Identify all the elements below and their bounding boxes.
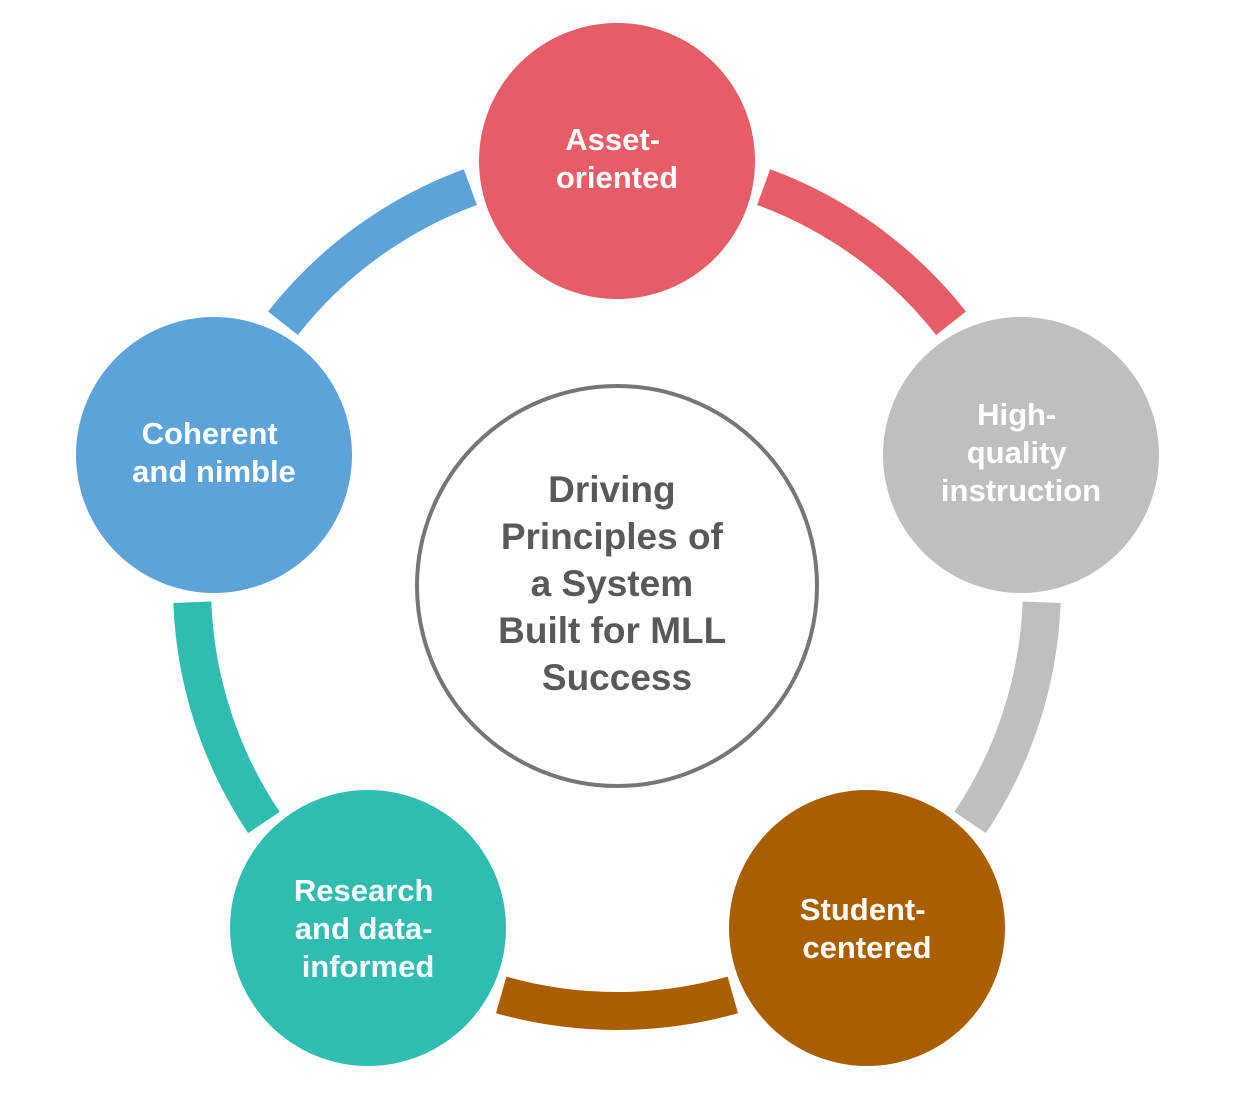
node-label-line: oriented [556,160,678,195]
node-coherent-and-nimble: Coherent and nimble [76,317,352,593]
node-circle [729,790,1005,1066]
node-label-line: Research [294,873,434,908]
center-title-line: Success [542,657,692,698]
node-label: High- quality instruction [941,397,1101,508]
node-circle [76,317,352,593]
node-circle [479,23,755,299]
connector-arc [268,169,478,336]
node-label-line: Coherent [142,416,278,451]
node-label-line: centered [802,930,931,965]
node-circle [230,790,506,1066]
node-high-quality-instruction: High- quality instruction [883,317,1159,593]
node-student-centered: Student- centered [729,790,1005,1066]
node-label-line: Asset- [565,122,660,157]
center-title-line: Driving [548,469,675,510]
node-label: Asset- oriented [556,122,678,195]
node-label: Coherent and nimble [132,416,296,489]
node-label-line: informed [302,949,435,984]
node-label-line: and data- [295,911,433,946]
connector-arc [954,601,1061,834]
node-circle [883,317,1159,593]
center-circle [415,384,819,788]
node-label-line: and nimble [132,454,296,489]
connector-arc [173,601,280,834]
node-label-line: High- [977,397,1056,432]
connectors [173,169,1061,1030]
connector-arc [756,169,966,336]
connector-arc [496,976,738,1030]
center-title-line: Built for MLL [498,610,726,651]
node-asset-oriented: Asset- oriented [479,23,755,299]
center-title-line: Principles of [501,516,724,557]
center-circle-group: Driving Principles of a System Built for… [415,384,819,788]
node-label-line: Student- [800,892,926,927]
node-research-and-data-informed: Research and data- informed [230,790,506,1066]
node-label: Student- centered [800,892,934,965]
node-label-line: instruction [941,473,1101,508]
node-label: Research and data- informed [294,873,442,984]
center-title-line: a System [531,563,694,604]
center-title: Driving Principles of a System Built for… [498,469,736,698]
node-label-line: quality [967,435,1068,470]
